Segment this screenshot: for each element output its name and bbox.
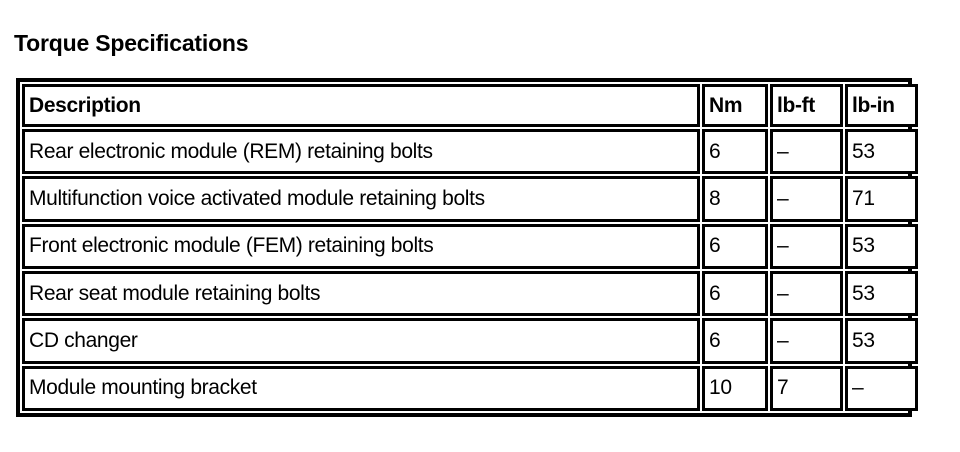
cell-lb-in: –: [845, 365, 918, 411]
column-header-lb-in: lb-in: [845, 84, 918, 127]
cell-nm: 8: [702, 176, 768, 222]
cell-lb-ft: –: [770, 223, 843, 269]
cell-nm: 6: [702, 223, 768, 269]
cell-description: Rear seat module retaining bolts: [22, 270, 700, 317]
column-header-lb-ft: lb-ft: [770, 84, 843, 127]
cell-description: Front electronic module (FEM) retaining …: [22, 223, 700, 269]
table-header-row: Description Nm lb-ft lb-in: [22, 84, 918, 127]
cell-nm: 6: [702, 270, 768, 317]
cell-description: CD changer: [22, 318, 700, 364]
cell-lb-ft: 7: [770, 365, 843, 411]
cell-lb-in: 53: [845, 129, 918, 175]
table-row: Multifunction voice activated module ret…: [22, 176, 918, 222]
torque-specifications-table-container: Description Nm lb-ft lb-in Rear electron…: [16, 78, 918, 417]
cell-nm: 10: [702, 365, 768, 411]
cell-lb-ft: –: [770, 129, 843, 175]
table-row: Rear seat module retaining bolts 6 – 53: [22, 270, 918, 317]
cell-nm: 6: [702, 318, 768, 364]
cell-lb-ft: –: [770, 176, 843, 222]
cell-description: Rear electronic module (REM) retaining b…: [22, 129, 700, 175]
cell-description: Module mounting bracket: [22, 365, 700, 411]
table-row: Module mounting bracket 10 7 –: [22, 365, 918, 411]
column-header-nm: Nm: [702, 84, 768, 127]
table-row: CD changer 6 – 53: [22, 318, 918, 364]
cell-lb-in: 53: [845, 270, 918, 317]
cell-lb-ft: –: [770, 318, 843, 364]
page-title: Torque Specifications: [14, 30, 249, 57]
column-header-description: Description: [22, 84, 700, 127]
table-row: Front electronic module (FEM) retaining …: [22, 223, 918, 269]
cell-lb-in: 71: [845, 176, 918, 222]
table-row: Rear electronic module (REM) retaining b…: [22, 129, 918, 175]
cell-nm: 6: [702, 129, 768, 175]
cell-description: Multifunction voice activated module ret…: [22, 176, 700, 222]
cell-lb-in: 53: [845, 318, 918, 364]
cell-lb-ft: –: [770, 270, 843, 317]
torque-specifications-table: Description Nm lb-ft lb-in Rear electron…: [20, 82, 920, 413]
cell-lb-in: 53: [845, 223, 918, 269]
